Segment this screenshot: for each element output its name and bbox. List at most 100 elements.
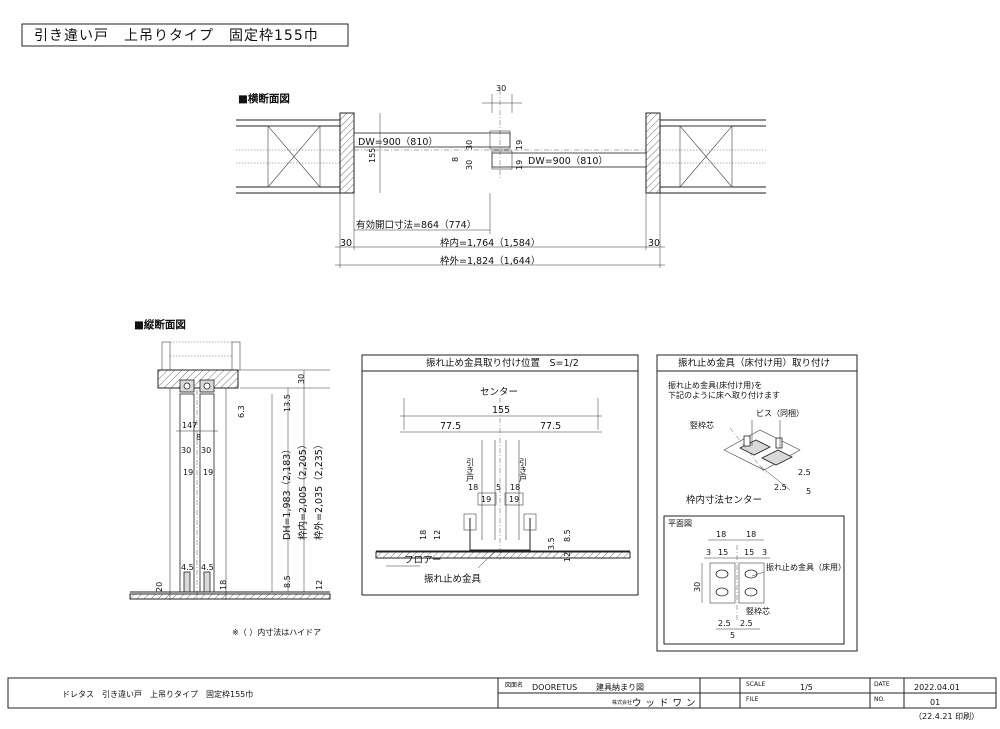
dim-2-5a: 2.5 <box>798 468 811 477</box>
dim-8-5-stopper: 8.5 <box>563 529 572 542</box>
floor-mount-note-1: 振れ止め金具(床付け用)を <box>668 380 762 390</box>
frame-inner-height: 枠内=2,005（2,205） <box>297 440 309 540</box>
right-wall-stud <box>679 125 733 188</box>
floor-line <box>129 593 331 600</box>
dim-top-30: 30 <box>496 84 506 93</box>
label-scale: SCALE <box>746 681 765 688</box>
label-date: DATE <box>874 681 890 688</box>
title-block-drawing-name: ドレタス 引き違い戸 上吊りタイプ 固定枠155巾 <box>62 689 253 699</box>
dim-147: 147 <box>182 421 197 430</box>
brand-name: DOORETUS <box>532 683 577 692</box>
dim-30-right: 30 <box>201 446 211 455</box>
stile-center-label: 竪枠芯 <box>690 420 714 430</box>
drawing-title: 引き違い戸 上吊りタイプ 固定枠155巾 <box>34 28 319 44</box>
dim-18b: 18 <box>510 483 520 492</box>
dim-5: 5 <box>496 483 501 492</box>
company-name: ウッドワン <box>632 698 700 709</box>
dim-8-5-vertical: 8.5 <box>283 575 292 588</box>
dim-8: 8 <box>451 157 460 162</box>
plan-plate-left <box>709 562 736 604</box>
dim-3-plan-a: 3 <box>706 548 711 557</box>
stopper-bracket <box>469 518 531 551</box>
dim-18c: 18 <box>419 530 428 540</box>
vertical-section-title: ■縦断面図 <box>134 318 186 331</box>
dim-13-5: 13.5 <box>283 394 292 412</box>
dim-18a: 18 <box>468 483 478 492</box>
horizontal-section: ■横断面図 30 DW=900（810） <box>236 84 766 268</box>
dim-12a: 12 <box>433 530 442 540</box>
scale-value: 1/5 <box>800 683 813 692</box>
dim-19b: 19 <box>515 160 524 170</box>
dim-155: 155 <box>368 148 377 163</box>
dim-2-5b: 2.5 <box>774 483 787 492</box>
title-block: ドレタス 引き違い戸 上吊りタイプ 固定枠155巾 図面名 DOORETUS 建… <box>7 677 997 721</box>
vertical-section: ■縦断面図 147 8 30 30 19 19 4.5 4.5 18 20 <box>129 318 331 637</box>
floor-stopper-label: 振れ止め金具（床用） <box>766 562 846 572</box>
dim-18-plan-b: 18 <box>746 530 756 539</box>
dim-19a-stopper: 19 <box>481 495 491 504</box>
dim-4-5-left: 4.5 <box>181 563 194 572</box>
stopper-position-detail: 振れ止め金具取り付け位置 S=1/2 センター 155 77.5 77.5 引き… <box>361 354 639 596</box>
head-frame <box>157 369 239 389</box>
stile-center-label-2: 竪枠芯 <box>746 606 770 616</box>
frame-center-label: 枠内寸法センター <box>686 494 762 506</box>
stopper-floor <box>375 551 631 559</box>
label-company: 株式会社 <box>612 699 632 706</box>
stopper-position-title: 振れ止め金具取り付け位置 S=1/2 <box>426 357 579 369</box>
dim-15-plan-a: 15 <box>718 548 728 557</box>
effective-opening: 有効開口寸法=864（774） <box>356 219 476 231</box>
no-value: 01 <box>930 698 940 707</box>
dim-19-left: 19 <box>183 468 193 477</box>
dim-5-iso: 5 <box>806 487 811 496</box>
dim-19a: 19 <box>515 140 524 150</box>
dim-8-vertical: 8 <box>196 433 201 442</box>
frame-side-right: 30 <box>648 238 660 249</box>
dim-155-stopper: 155 <box>492 405 510 416</box>
label-no: NO. <box>874 696 885 703</box>
label-drawing-name: 図面名 <box>505 681 523 689</box>
print-note: （22.4.21 印刷） <box>914 712 979 721</box>
frame-outer-width: 枠外=1,824（1,644） <box>440 255 540 267</box>
doc-type: 建具納まり図 <box>596 682 644 692</box>
date-value: 2022.04.01 <box>914 683 960 692</box>
dim-5-plan: 5 <box>730 631 735 640</box>
dim-2-5c: 2.5 <box>718 619 731 628</box>
plan-view-title: 平面図 <box>668 519 692 528</box>
dim-30-plan: 30 <box>693 582 702 592</box>
center-label: センター <box>480 387 518 398</box>
floor-mount-detail: 振れ止め金具（床付け用）取り付け 振れ止め金具(床付け用)を 下記のように床へ取… <box>656 354 858 652</box>
plan-plate-right <box>738 562 765 604</box>
floor-mount-note-2: 下記のように床へ取り付けます <box>668 390 780 400</box>
dim-19b-stopper: 19 <box>509 495 519 504</box>
left-wall-stud <box>267 125 321 188</box>
frame-inner-width: 枠内=1,764（1,584） <box>440 237 540 249</box>
left-frame-jamb <box>339 112 355 194</box>
stopper-label: 振れ止め金具 <box>424 573 482 585</box>
dim-3-5: 3.5 <box>547 537 556 550</box>
dim-77-5-left: 77.5 <box>440 421 461 432</box>
dim-3-plan-b: 3 <box>762 548 767 557</box>
dim-2-5d: 2.5 <box>740 619 753 628</box>
dim-30-left: 30 <box>181 446 191 455</box>
dim-19-right: 19 <box>203 468 213 477</box>
label-file: FILE <box>746 696 759 703</box>
dim-6-3: 6.3 <box>237 405 246 418</box>
dim-18-vertical: 18 <box>219 580 228 590</box>
title-box <box>21 23 349 47</box>
frame-side-left: 30 <box>340 238 352 249</box>
screw-label: ビス（同梱） <box>756 408 804 418</box>
horizontal-section-title: ■横断面図 <box>238 92 290 105</box>
dim-18-plan-a: 18 <box>716 530 726 539</box>
high-door-note: ※（ ）内寸法はハイドア <box>232 627 321 637</box>
dim-30a: 30 <box>465 140 474 150</box>
dim-30b: 30 <box>465 160 474 170</box>
dim-15-plan-b: 15 <box>744 548 754 557</box>
dim-4-5-right: 4.5 <box>201 563 214 572</box>
right-frame-jamb <box>645 112 661 194</box>
sliding-door-left-label: 引き戸 <box>466 458 475 483</box>
floor-mount-title: 振れ止め金具（床付け用）取り付け <box>678 357 830 369</box>
dim-30-top: 30 <box>297 374 306 384</box>
dim-20-vertical: 20 <box>155 582 164 592</box>
